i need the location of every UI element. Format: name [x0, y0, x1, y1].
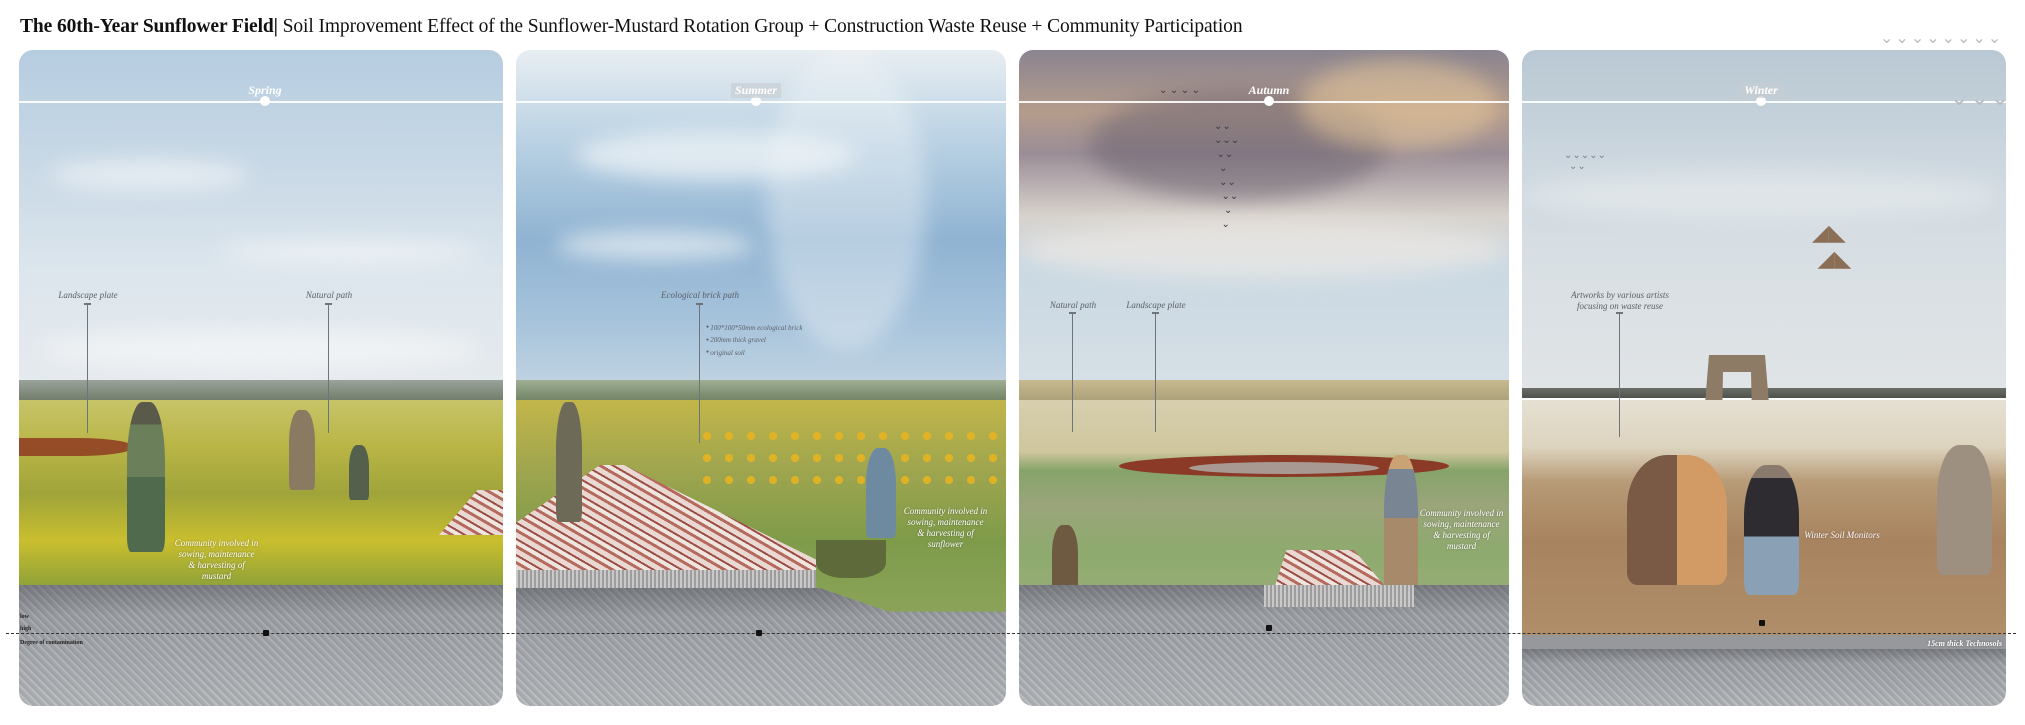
gravel-layer	[516, 570, 816, 588]
contamination-marker	[1759, 620, 1765, 626]
page-title: The 60th-Year Sunflower Field| Soil Impr…	[20, 16, 1243, 38]
callout-ecological-brick-path: Ecological brick path	[661, 290, 739, 300]
soil-section	[19, 585, 503, 706]
panel-winter: ⌄⌄⌄⌄⌄ ⌄⌄ ◢◣ ◢◣ Winter Artworks by variou…	[1522, 50, 2006, 706]
leader-line	[84, 303, 91, 433]
contamination-line	[6, 633, 2016, 634]
leader-line	[325, 303, 332, 433]
sunflowers	[696, 425, 1006, 485]
birds-flock-icon: ⌄⌄⌄⌄⌄ ⌄⌄	[1564, 150, 1606, 172]
corten-plate	[19, 438, 134, 456]
callout-landscape-plate: Landscape plate	[58, 290, 118, 300]
season-label-winter: Winter	[1740, 83, 1782, 98]
gravel-layer	[1264, 585, 1414, 607]
season-timeline	[516, 101, 1006, 103]
timeline-dot-winter[interactable]	[1756, 96, 1766, 106]
season-label-spring: Spring	[248, 83, 282, 97]
leader-line	[1616, 312, 1623, 437]
farmer-figure	[866, 448, 896, 538]
timeline-dot-spring[interactable]	[260, 96, 270, 106]
leader-line	[696, 303, 703, 443]
timeline-dot-autumn[interactable]	[1264, 96, 1274, 106]
caption-community: Community involved in sowing, maintenanc…	[1419, 508, 1504, 551]
soil-monitor-figure	[1744, 465, 1799, 595]
caption-community: Community involved in sowing, maintenanc…	[903, 506, 988, 549]
geese-flock-icon: ⌄⌄⌄	[1950, 85, 2012, 110]
callout-landscape-plate: Landscape plate	[1126, 300, 1186, 310]
callout-natural-path: Natural path	[1049, 300, 1097, 310]
legend-high: high	[20, 626, 32, 632]
panel-autumn: ⌄ ⌄ ⌄ ⌄ ⌄⌄⌄⌄⌄ ⌄⌄ ⌄ ⌄⌄ ⌄⌄ ⌄ ⌄ Autumn Natu…	[1019, 50, 1509, 706]
season-label-summer: Summer	[730, 83, 782, 98]
woman-figure	[289, 410, 315, 490]
volunteer-figure	[1937, 445, 1992, 575]
panel-spring: Spring Landscape plate Natural path Comm…	[19, 50, 503, 706]
leader-line	[1069, 312, 1076, 432]
timeline-dot-summer[interactable]	[751, 96, 761, 106]
label-technosols: 15cm thick Technosols	[1927, 639, 2002, 648]
ducks-flying-icon: ◢◣ ◢◣	[1812, 220, 1852, 271]
winter-sky	[1522, 50, 2006, 395]
spring-treeline	[19, 380, 503, 402]
farmer-hat-figure	[1384, 455, 1418, 595]
layer-brick: 100*100*50mm ecological brick	[706, 322, 802, 334]
birds-flock-icon: ⌄ ⌄ ⌄ ⌄	[1159, 85, 1201, 96]
callout-artworks: Artworks by various artists focusing on …	[1571, 290, 1669, 311]
autumn-treeline	[1019, 380, 1509, 402]
caption-winter-soil-monitors: Winter Soil Monitors	[1804, 530, 1880, 540]
layer-original-soil: original soil	[706, 347, 802, 359]
caption-community: Community involved in sowing, maintenanc…	[174, 538, 259, 581]
spring-sky	[19, 50, 503, 395]
summer-sky	[516, 50, 1006, 395]
soil-section	[1522, 649, 2006, 706]
season-label-autumn: Autumn	[1248, 83, 1290, 97]
contamination-marker	[756, 630, 762, 636]
title-bold: The 60th-Year Sunflower Field|	[20, 16, 278, 37]
legend-degree-of-contamination: Degree of contamination	[20, 640, 83, 646]
leader-line	[1152, 312, 1159, 432]
child-figure	[1052, 525, 1078, 595]
geese-flock-icon: ⌄⌄⌄⌄⌄⌄⌄⌄	[1880, 30, 2004, 47]
child-figure	[349, 445, 369, 500]
layer-gravel: 200mm thick gravel	[706, 334, 802, 346]
contamination-marker	[1266, 625, 1272, 631]
layer-list: 100*100*50mm ecological brick 200mm thic…	[706, 322, 802, 359]
legend-low: low	[20, 614, 29, 620]
man-figure	[556, 402, 582, 522]
technosol-layer	[1522, 635, 2006, 649]
summer-treeline	[516, 380, 1006, 402]
contamination-marker	[263, 630, 269, 636]
panel-summer: Summer Ecological brick path 100*100*50m…	[516, 50, 1006, 706]
title-subtitle: Soil Improvement Effect of the Sunflower…	[277, 16, 1243, 37]
gardener-figure	[127, 402, 165, 552]
birds-flock-icon: ⌄⌄⌄⌄⌄ ⌄⌄ ⌄ ⌄⌄ ⌄⌄ ⌄ ⌄	[1214, 121, 1240, 230]
couple-figure	[1627, 455, 1727, 585]
pond-water	[1189, 462, 1379, 474]
autumn-sky	[1019, 50, 1509, 395]
callout-natural-path: Natural path	[305, 290, 353, 300]
wheelbarrow	[816, 540, 886, 578]
